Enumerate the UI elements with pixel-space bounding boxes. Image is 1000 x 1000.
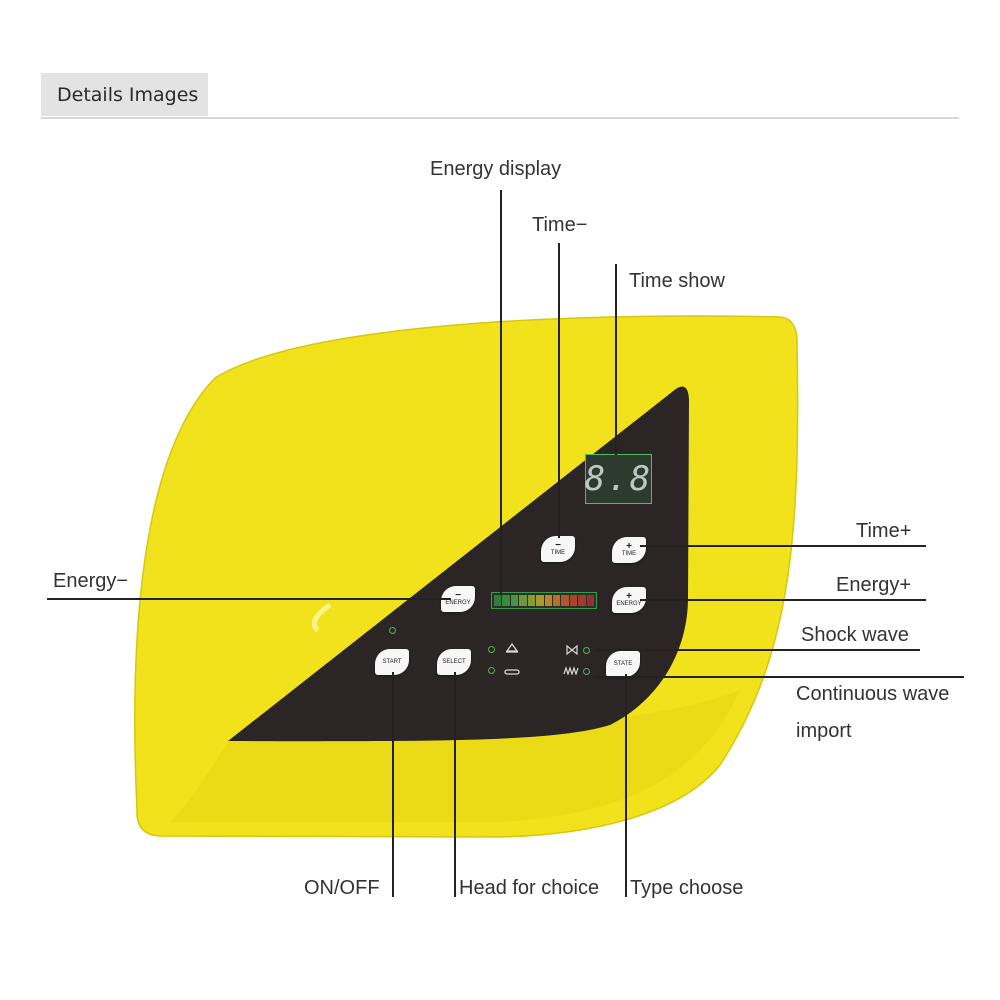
leader-type-choose	[625, 674, 627, 897]
shock-wave-led	[583, 647, 590, 654]
leader-energy-minus	[47, 598, 451, 600]
energy-minus-text: ENERGY	[445, 600, 471, 606]
leader-head-for-choice	[454, 672, 456, 897]
energy-minus-sign: −	[455, 590, 461, 601]
energy-level-bar	[491, 592, 597, 609]
energy-segment	[494, 595, 502, 606]
time-minus-sign: −	[555, 540, 561, 551]
callout-head-for-choice: Head for choice	[459, 877, 600, 899]
callout-continuous-wave: Continuous wave	[796, 683, 950, 705]
leader-shock-wave	[594, 649, 920, 651]
callout-on-off: ON/OFF	[304, 877, 380, 899]
energy-segment	[527, 595, 536, 606]
energy-segment	[552, 595, 561, 606]
time-display: 8.8	[585, 454, 652, 504]
flat-head-icon	[504, 669, 520, 675]
energy-segment	[536, 595, 544, 606]
start-text: START	[382, 659, 402, 665]
time-minus-text: TIME	[550, 550, 566, 556]
energy-segment	[578, 595, 586, 606]
callout-type-choose: Type choose	[630, 877, 744, 899]
continuous-wave-icon	[563, 666, 579, 675]
leader-energy-plus	[640, 599, 926, 601]
select-text: SELECT	[442, 659, 466, 665]
callout-time-show: Time show	[629, 270, 725, 292]
callout-time-plus: Time+	[856, 520, 912, 542]
time-minus-button[interactable]: − TIME	[541, 536, 575, 562]
callout-time-minus: Time−	[532, 214, 588, 236]
energy-plus-text: ENERGY	[616, 601, 642, 607]
callout-import: import	[796, 720, 852, 742]
leader-time-plus	[640, 545, 926, 547]
leader-time-minus	[558, 243, 560, 538]
energy-segment	[586, 595, 595, 606]
energy-segment	[569, 595, 578, 606]
triangle-head-icon	[505, 642, 519, 653]
time-plus-button[interactable]: + TIME	[612, 537, 646, 563]
leader-on-off	[392, 672, 394, 897]
callout-energy-minus: Energy−	[53, 570, 129, 592]
device-body-highlight	[311, 602, 332, 633]
control-panel	[228, 386, 689, 742]
energy-segment	[502, 595, 510, 606]
energy-plus-sign: +	[626, 591, 632, 602]
section-header: Details Images	[41, 73, 208, 116]
continuous-wave-led	[583, 668, 590, 675]
leader-continuous-wave	[594, 676, 964, 678]
section-header-label: Details Images	[57, 83, 199, 106]
state-button[interactable]: STATE	[606, 651, 640, 677]
time-plus-text: TIME	[621, 551, 637, 557]
state-text: STATE	[613, 661, 633, 667]
energy-segment	[510, 595, 519, 606]
energy-segment	[544, 595, 552, 606]
start-button[interactable]: START	[375, 649, 409, 675]
time-display-value: 8.8	[584, 459, 653, 499]
energy-segment	[561, 595, 569, 606]
callout-energy-plus: Energy+	[836, 574, 912, 596]
select-button[interactable]: SELECT	[437, 649, 471, 675]
section-divider	[41, 117, 959, 119]
leader-energy-display	[500, 190, 502, 594]
head-triangle-led	[488, 646, 495, 653]
callout-energy-display: Energy display	[430, 158, 562, 180]
time-plus-sign: +	[626, 541, 632, 552]
energy-segment	[519, 595, 527, 606]
callout-shock-wave: Shock wave	[801, 624, 909, 646]
head-flat-led	[488, 667, 495, 674]
power-led	[389, 627, 396, 634]
shock-wave-icon	[566, 644, 578, 655]
leader-time-show	[615, 264, 617, 456]
